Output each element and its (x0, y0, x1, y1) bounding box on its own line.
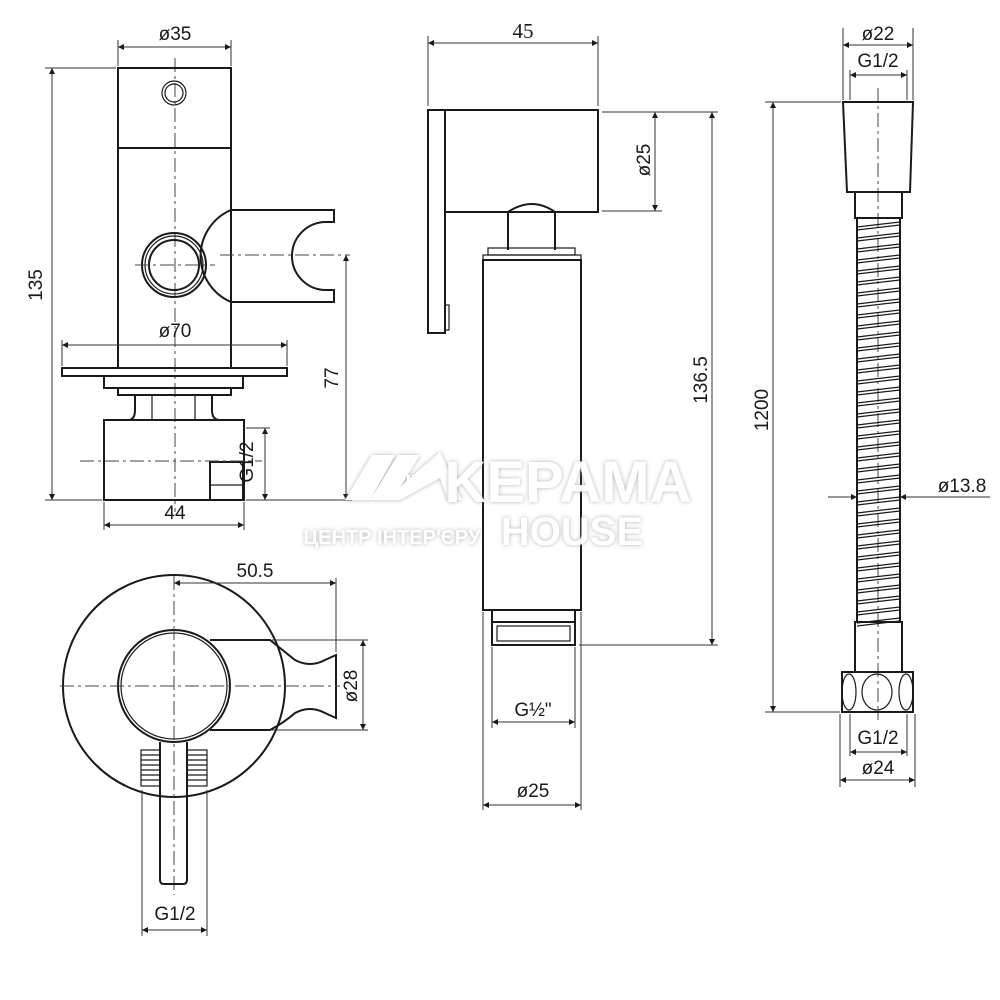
coil-winding (856, 430, 901, 440)
coil-winding (856, 562, 901, 572)
dim-thread-bottom: G1/2 (154, 904, 195, 925)
dim-head-45: 45 (513, 19, 534, 43)
coil-winding (856, 463, 901, 473)
coil-winding (856, 419, 901, 429)
holder-top (210, 639, 337, 731)
watermark-tagline: ЦЕНТР ІНТЕР'ЄРУ (304, 527, 481, 549)
coil-winding (856, 540, 901, 550)
coil-winding (856, 408, 901, 418)
sprayer-head (444, 109, 599, 213)
dim-cone-diameter-22: ø22 (862, 24, 895, 45)
sprayer-thread (491, 621, 576, 646)
mixing-block (103, 419, 245, 501)
dim-width-44: 44 (164, 503, 186, 524)
dim-diameter-70: ø70 (159, 321, 192, 342)
coil-winding (856, 232, 901, 242)
coil-winding (856, 474, 901, 484)
dim-offset-50-5: 50.5 (237, 561, 274, 582)
sprayer-handle (482, 259, 582, 611)
dim-length-1200: 1200 (752, 389, 773, 431)
coil-winding (856, 265, 901, 275)
dim-height-135: 135 (26, 269, 47, 301)
coil-winding (856, 507, 901, 517)
lever (159, 742, 188, 885)
coil-winding (856, 342, 901, 352)
coil-winding (856, 364, 901, 374)
coil-winding (856, 254, 901, 264)
coil-winding (856, 551, 901, 561)
coil-winding (856, 397, 901, 407)
coil-winding (856, 584, 901, 594)
coil-winding (856, 606, 901, 616)
thread-left (140, 749, 161, 787)
thread-right (186, 749, 208, 787)
dim-nut-diameter-24: ø24 (862, 758, 895, 779)
coil-winding (856, 496, 901, 506)
dim-thread-g12: G1/2 (237, 441, 258, 482)
coil-winding (856, 595, 901, 605)
coil-winding (856, 243, 901, 253)
hose-view: ø22 G1/2 1200 ø13.8 G1/2 ø24 (752, 24, 990, 787)
dim-holder-77: 77 (322, 367, 343, 388)
hose-cone (841, 101, 915, 193)
dim-diameter-35: ø35 (159, 24, 192, 45)
sprayer-view: 45 ø25 136.5 G½" ø25 (427, 19, 718, 810)
coil-winding (856, 221, 901, 231)
watermark-logo: KEPAMA HOUSE ЦЕНТР ІНТЕР'ЄРУ (304, 450, 692, 554)
watermark-brand-sub: HOUSE (501, 510, 643, 554)
dim-top-thread: G1/2 (857, 51, 898, 72)
coil-winding (856, 276, 901, 286)
coil-winding (856, 441, 901, 451)
wall-plate (427, 109, 446, 334)
coil-winding (856, 353, 901, 363)
dim-bottom-thread: G1/2 (857, 728, 898, 749)
valve-top-view: 50.5 ø28 G1/2 (60, 561, 368, 936)
house-logo-icon (345, 452, 462, 500)
coil-winding (856, 573, 901, 583)
dim-hose-diameter-13-8: ø13.8 (938, 476, 987, 497)
valve-front-view: ø35 135 ø70 77 G1/2 44 (26, 24, 352, 530)
dim-diameter-28: ø28 (341, 670, 362, 703)
coil-winding (856, 331, 901, 341)
coil-winding (856, 485, 901, 495)
coil-winding (856, 529, 901, 539)
coil-winding (856, 320, 901, 330)
coil-winding (856, 375, 901, 385)
hose-coil (856, 218, 901, 627)
coil-winding (856, 298, 901, 308)
dim-head-diameter-25: ø25 (634, 144, 655, 177)
holder-cradle (199, 209, 335, 303)
dim-thread-g12-inch: G½" (514, 700, 551, 721)
dim-handle-diameter-25: ø25 (517, 781, 550, 802)
dim-length-136-5: 136.5 (691, 356, 712, 404)
coil-winding (856, 452, 901, 462)
coil-winding (856, 309, 901, 319)
coil-winding (856, 518, 901, 528)
watermark-brand: KEPAMA (444, 450, 691, 515)
coil-winding (856, 386, 901, 396)
coil-winding (856, 287, 901, 297)
